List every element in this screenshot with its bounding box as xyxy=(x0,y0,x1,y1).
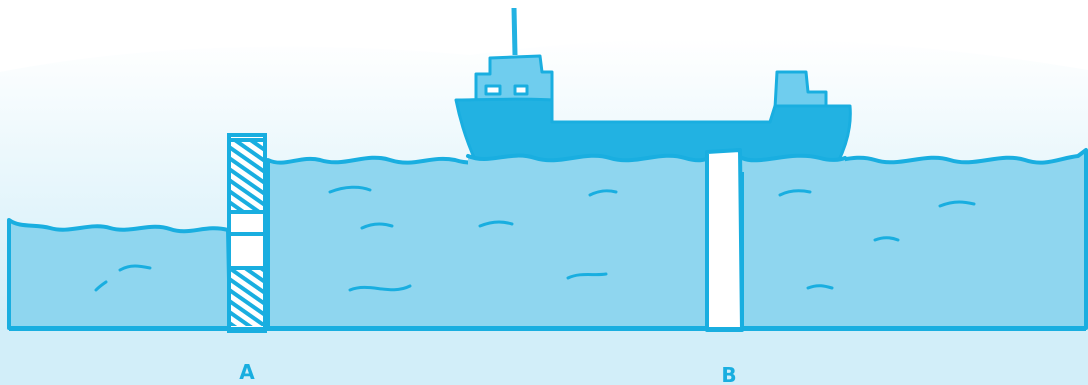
gate-a xyxy=(229,135,265,331)
ship-window xyxy=(515,86,527,94)
ship-window xyxy=(486,86,500,94)
gate-a-label: A xyxy=(239,360,255,384)
ship-mast xyxy=(514,8,515,55)
upper-water-right xyxy=(742,150,1086,328)
gate-b xyxy=(707,150,742,330)
gate-a-hatched-top xyxy=(231,142,263,210)
lock-chamber-water xyxy=(268,156,712,328)
lower-water-left xyxy=(9,220,230,328)
gate-a-hatched-bottom xyxy=(231,270,263,326)
gate-b-label: B xyxy=(721,363,736,385)
